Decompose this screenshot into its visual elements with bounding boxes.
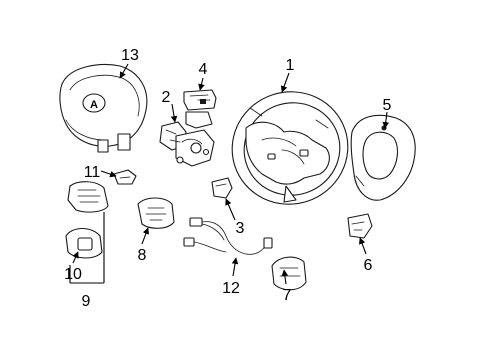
callout-9: 9: [82, 293, 91, 310]
wheel-cover-bracket: [211, 177, 233, 199]
switch-assembly: [159, 111, 215, 167]
callout-7: 7: [283, 287, 292, 304]
clip: [113, 169, 137, 185]
callout-11: 11: [84, 164, 101, 181]
callout-2: 2: [162, 89, 171, 106]
switch-unit: [137, 197, 175, 229]
wire-harness: [183, 217, 273, 255]
steering-wheel: [231, 91, 349, 205]
small-bracket: [347, 213, 373, 239]
switch-unit-right: [271, 256, 307, 291]
callout-6: 6: [364, 257, 373, 274]
callout-13: 13: [121, 47, 139, 64]
callout-10: 10: [64, 266, 82, 283]
callout-1: 1: [286, 57, 295, 74]
switch-group: [65, 181, 109, 259]
callout-labels: 13 4 1 2 5 11 3 6 8 12 7 10 9: [64, 47, 391, 310]
switch-component: [183, 89, 217, 111]
rear-cover: [350, 114, 416, 201]
airbag-logo-text: A: [90, 99, 98, 111]
airbag-module: A: [59, 64, 148, 153]
callout-8: 8: [138, 247, 147, 264]
callout-4: 4: [199, 61, 208, 78]
callout-12: 12: [222, 280, 240, 297]
callout-5: 5: [383, 97, 392, 114]
callout-3: 3: [236, 220, 245, 237]
leader-lines: [69, 63, 390, 285]
